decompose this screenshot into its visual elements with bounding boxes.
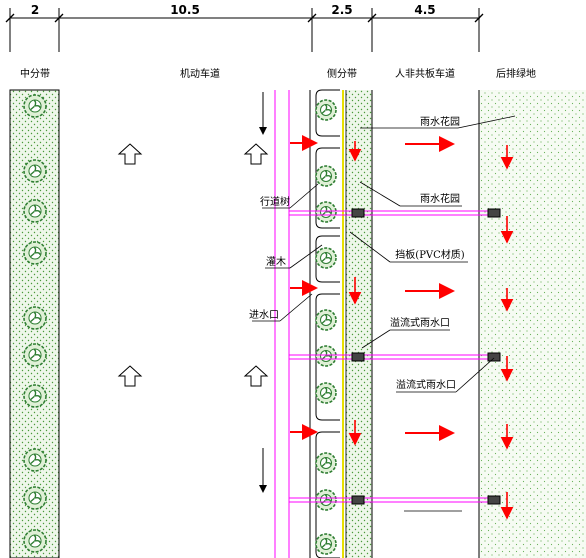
nonmotor-flow-arrows xyxy=(405,136,455,441)
tree-symbol xyxy=(23,159,47,183)
overflow-inlet xyxy=(487,352,501,362)
lane-arrow xyxy=(243,365,269,387)
column-labels: 中分带 机动车道 侧分带 人非共板车道 后排绿地 xyxy=(20,67,536,80)
tree-symbol xyxy=(315,99,337,121)
side-strip xyxy=(309,89,373,558)
tree-symbol xyxy=(23,241,47,265)
back-green-area xyxy=(479,90,586,558)
overflow-inlet xyxy=(351,495,365,505)
label-median: 中分带 xyxy=(20,67,50,80)
label-overflow-1: 溢流式雨水口 xyxy=(390,316,450,329)
label-back-green: 后排绿地 xyxy=(496,67,536,80)
planter-curb xyxy=(315,235,340,283)
motorway xyxy=(58,90,290,558)
dimension-line: 2 10.5 2.5 4.5 xyxy=(5,3,484,52)
tree-symbol xyxy=(315,309,337,331)
overflow-inlet xyxy=(487,208,501,218)
median-trees xyxy=(23,94,47,553)
dim-median: 2 xyxy=(31,3,39,17)
connecting-pipes xyxy=(289,208,501,505)
tree-symbol xyxy=(23,343,47,367)
tree-symbol xyxy=(315,247,337,269)
tree-symbol xyxy=(23,529,47,553)
tree-symbol xyxy=(315,201,337,223)
label-inlet: 进水口 xyxy=(249,309,279,321)
label-side-strip: 侧分带 xyxy=(327,67,357,80)
tree-symbol xyxy=(23,486,47,510)
dim-motorway: 10.5 xyxy=(170,3,200,17)
tree-symbol xyxy=(23,306,47,330)
overflow-inlet xyxy=(351,352,365,362)
label-rain-garden-1: 雨水花园 xyxy=(420,115,460,128)
annotations xyxy=(252,115,516,512)
planter-curb xyxy=(315,293,340,421)
nonmotor-lane xyxy=(405,136,455,441)
tree-symbol xyxy=(315,489,337,511)
label-shrub: 灌木 xyxy=(266,256,286,268)
label-overflow-2: 溢流式雨水口 xyxy=(396,378,456,391)
tree-symbol xyxy=(23,199,47,223)
lane-arrow xyxy=(243,143,269,165)
lane-arrow xyxy=(117,143,143,165)
tree-symbol xyxy=(23,384,47,408)
dim-nonmotor: 4.5 xyxy=(414,3,435,17)
planter-curb xyxy=(315,147,340,229)
tree-symbol xyxy=(315,382,337,404)
side-trees xyxy=(315,99,337,555)
label-motorway: 机动车道 xyxy=(180,67,220,80)
label-street-tree: 行道树 xyxy=(260,195,290,208)
overflow-inlet xyxy=(487,495,501,505)
lane-arrow xyxy=(117,365,143,387)
label-nonmotor: 人非共板车道 xyxy=(395,67,455,80)
inlet-arrows xyxy=(290,135,318,440)
tree-symbol xyxy=(23,94,47,118)
tree-symbol xyxy=(315,452,337,474)
tree-symbol xyxy=(23,448,47,472)
tree-symbol xyxy=(315,345,337,367)
dim-side-strip: 2.5 xyxy=(331,3,352,17)
side-brackets xyxy=(315,89,340,558)
tree-symbol xyxy=(315,533,337,555)
label-baffle: 挡板(PVC材质) xyxy=(395,248,465,261)
annotation-labels: 雨水花园 雨水花园 行道树 灌木 挡板(PVC材质) 进水口 溢流式雨水口 溢流… xyxy=(249,115,465,391)
tree-symbol xyxy=(315,165,337,187)
label-rain-garden-2: 雨水花园 xyxy=(420,192,460,205)
overflow-inlet xyxy=(351,208,365,218)
lane-arrows xyxy=(117,143,269,387)
